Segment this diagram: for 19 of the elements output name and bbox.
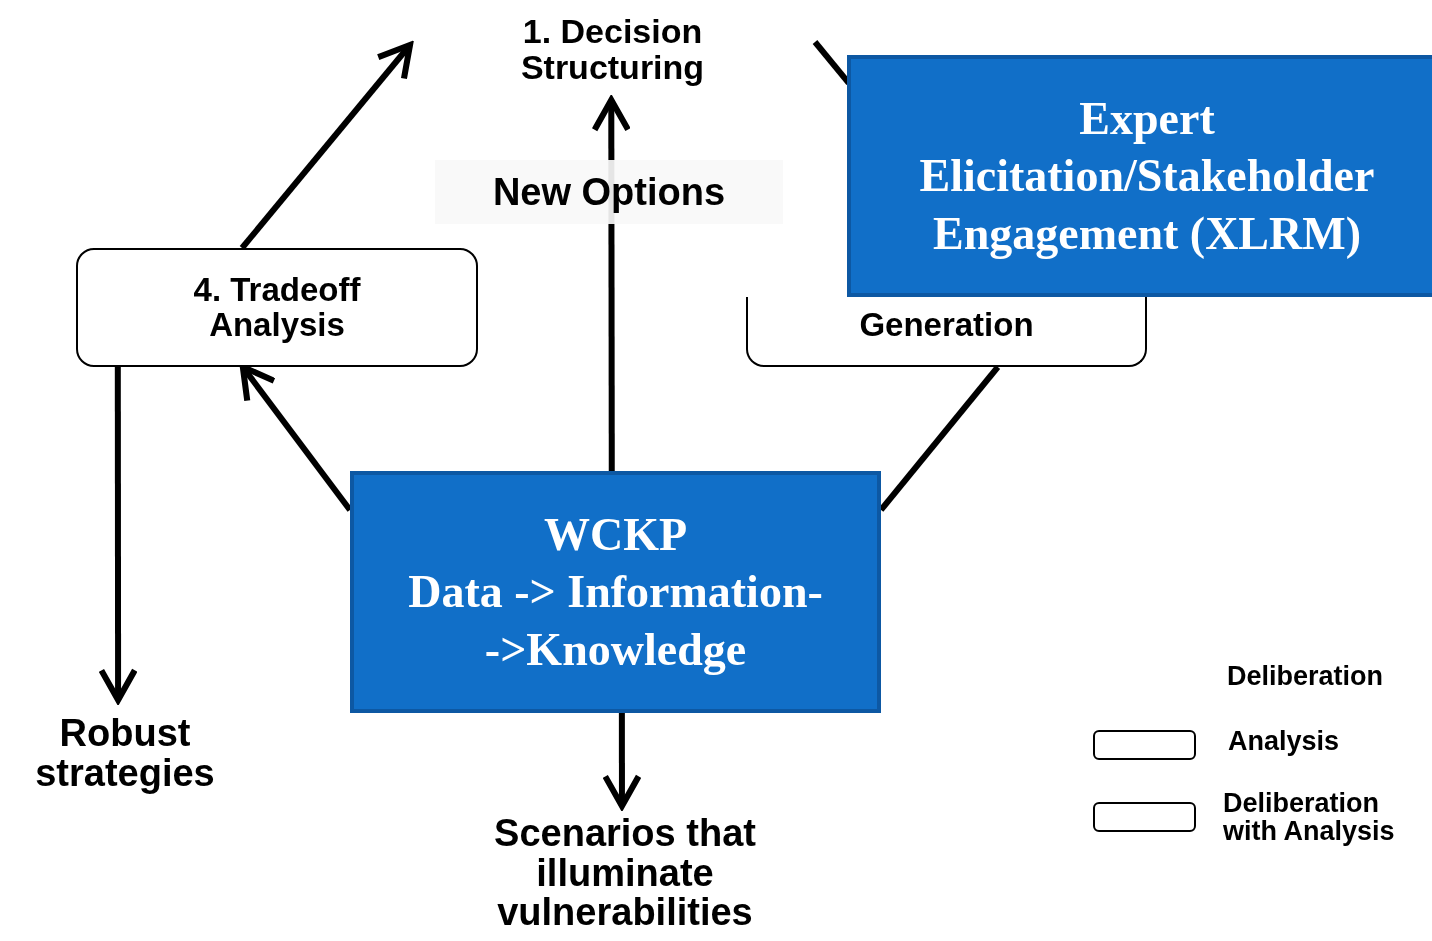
box-label: Generation: [858, 308, 1035, 343]
node-label: Robust strategies: [34, 713, 216, 794]
highlight-box: [350, 471, 881, 713]
box-label: 4. Tradeoff Analysis: [192, 272, 362, 343]
highlight-box: [847, 55, 1432, 297]
node-label: 1. Decision Structuring: [519, 14, 706, 86]
legend-label: Deliberation with Analysis: [1223, 789, 1396, 846]
arrow: [99, 367, 137, 704]
process-box: [76, 248, 478, 367]
legend-label: Deliberation: [1227, 662, 1385, 691]
arrow: [239, 41, 414, 250]
legend-label: Analysis: [1228, 727, 1341, 756]
arrow: [603, 713, 641, 810]
edge-label: New Options: [435, 160, 783, 224]
box-label: WCKP: [542, 507, 689, 562]
node-label: Scenarios that illuminate vulnerabilities: [493, 813, 757, 934]
box-label: Expert Elicitation/Stakeholder Engagement (XLRM): [918, 91, 1376, 261]
box-label: Data -> Information- ->Knowledge: [407, 565, 824, 677]
process-box: [746, 297, 1147, 367]
